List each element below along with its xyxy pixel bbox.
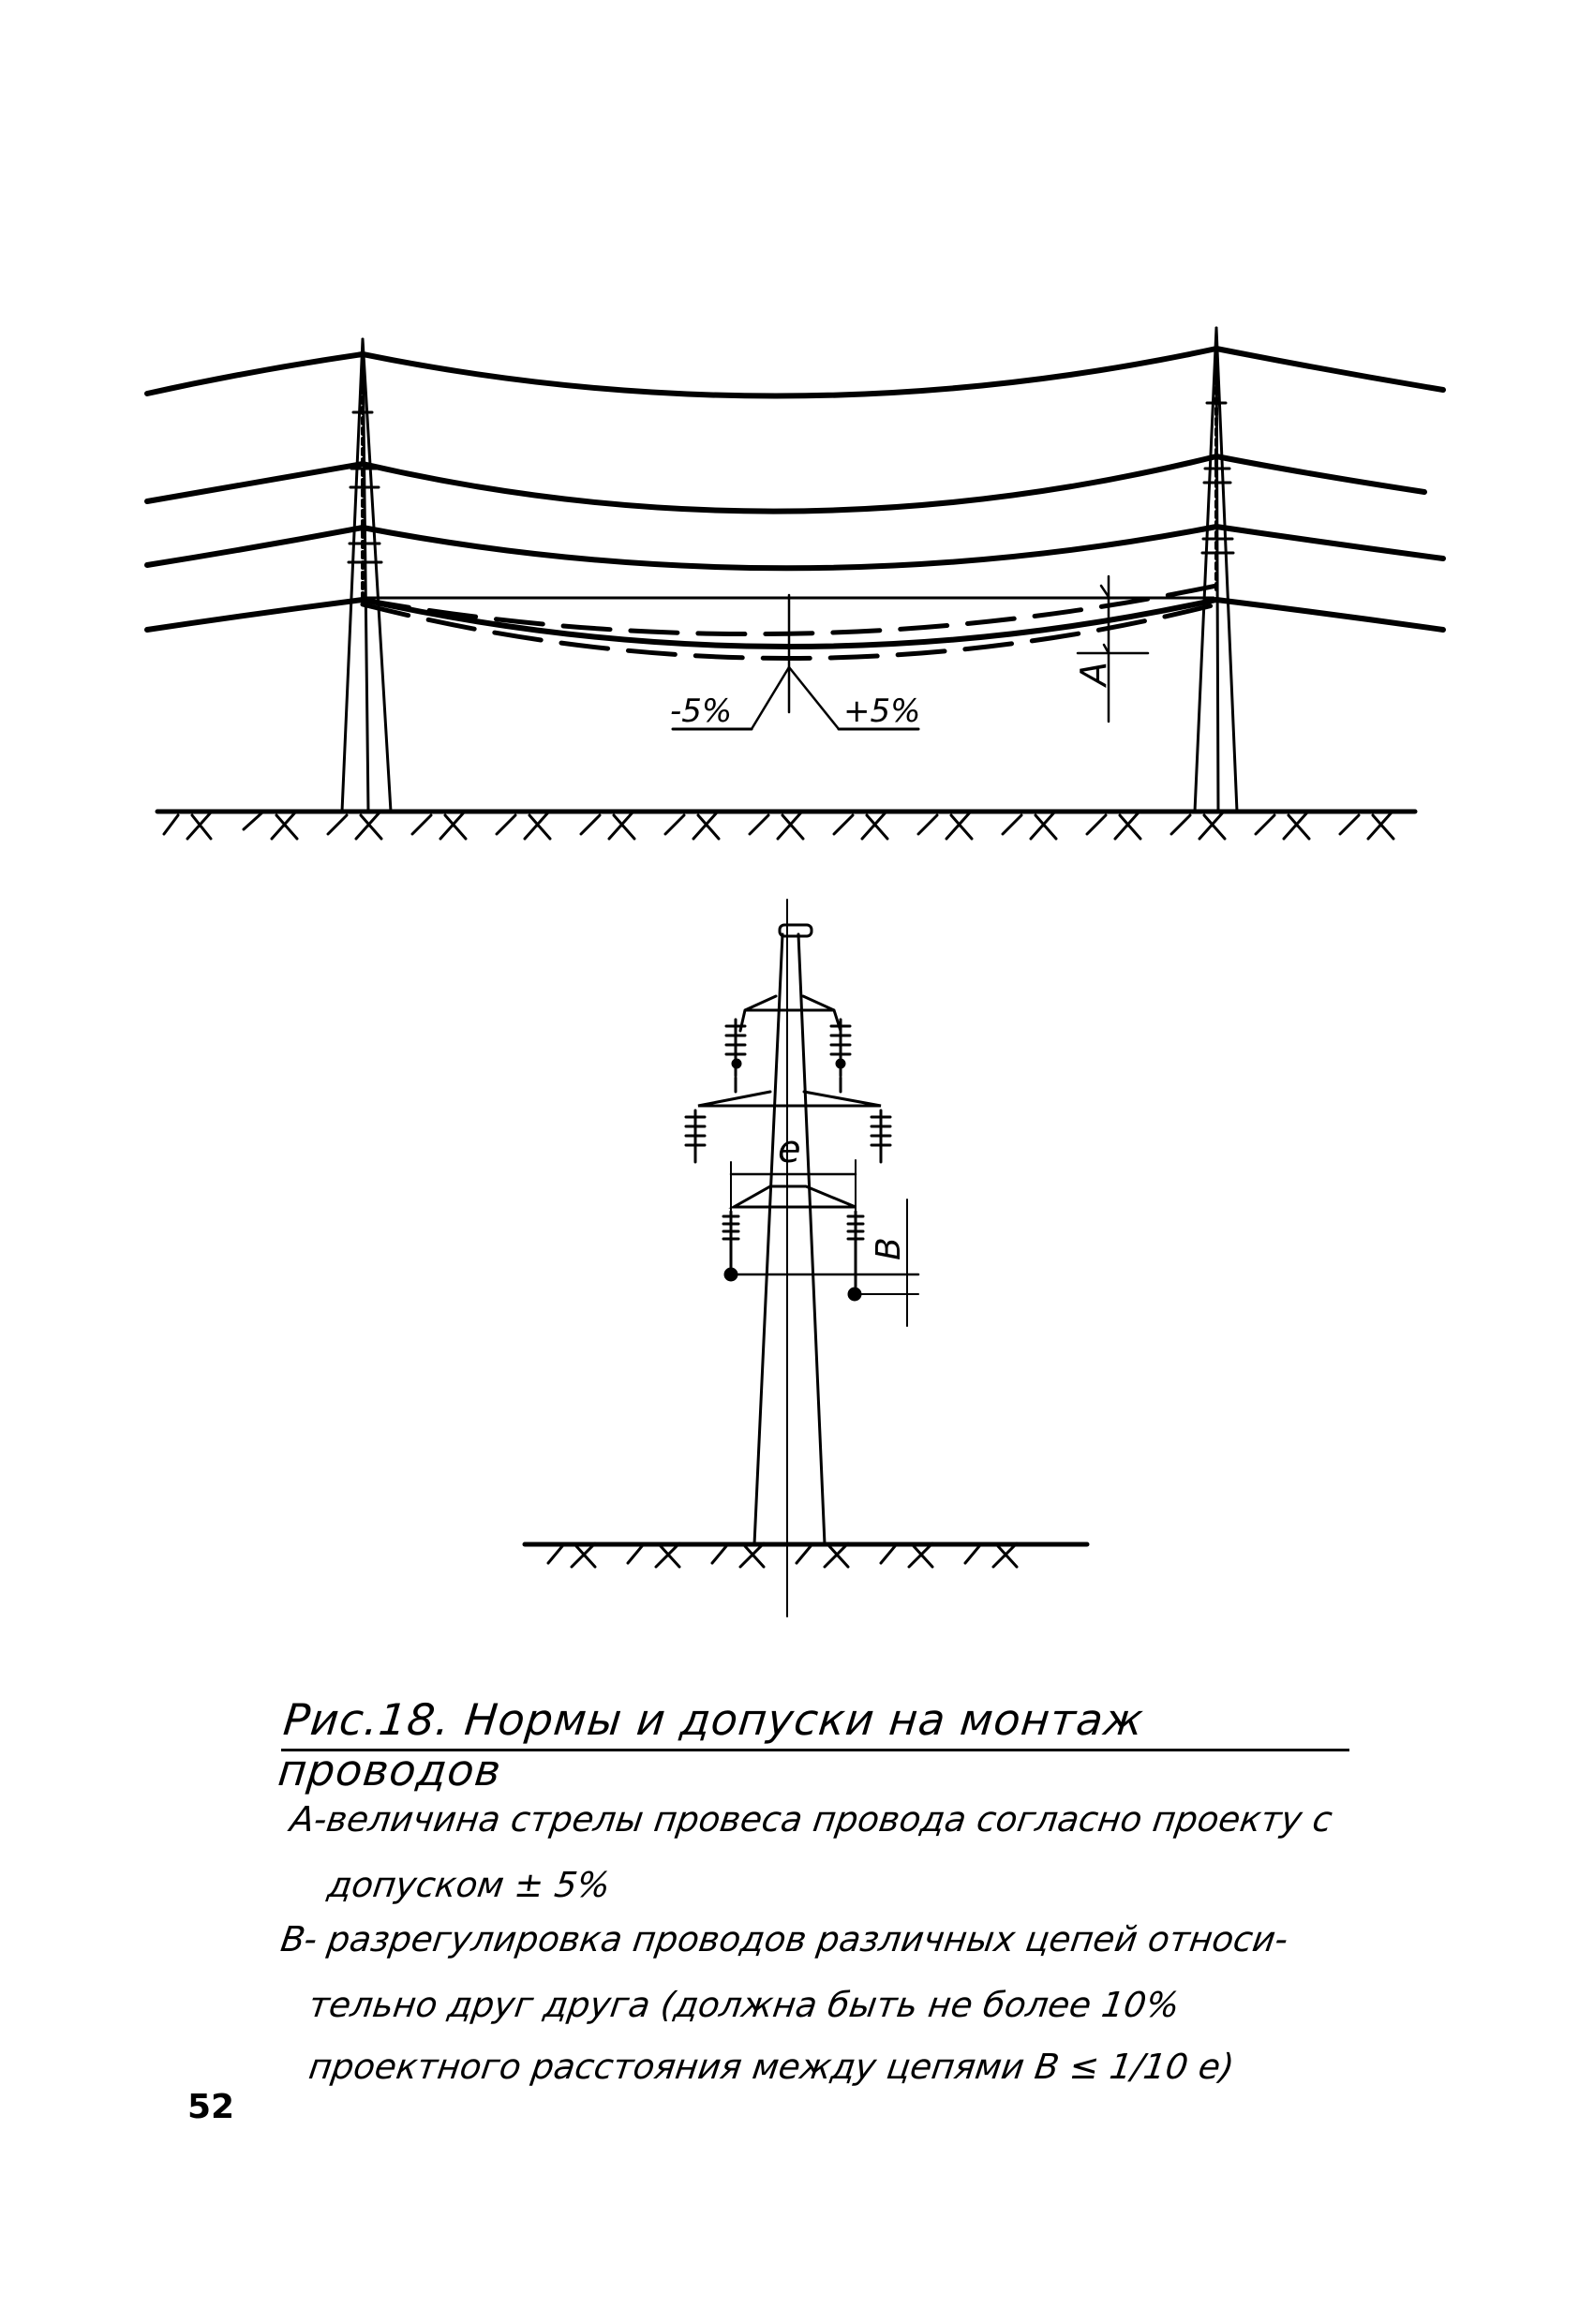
note-line-3: B- разрегулировка проводов различных цеп… bbox=[277, 1919, 1291, 1959]
ground-line-2 bbox=[522, 1542, 1090, 1569]
note-line-5: проектного расстояния между цепями B ≤ 1… bbox=[305, 2047, 1237, 2087]
figure-caption: Рис.18. Нормы и допуски на монтаж провод… bbox=[276, 1694, 1147, 1795]
sag-tolerance bbox=[360, 574, 1219, 731]
note-line-2: допуском ± 5% bbox=[324, 1865, 613, 1905]
tower-front-view: e B bbox=[522, 899, 1090, 1617]
offset-label-b: B bbox=[870, 1237, 908, 1260]
sag-dimension-label: A bbox=[1073, 662, 1114, 689]
span-diagram: -5% +5% A bbox=[144, 326, 1446, 841]
left-tower bbox=[340, 337, 393, 813]
note-line-1: A-величина стрелы провеса провода соглас… bbox=[287, 1799, 1335, 1840]
tower-body bbox=[684, 899, 920, 1617]
spacing-label-e: e bbox=[778, 1128, 801, 1171]
page-number: 52 bbox=[187, 2088, 235, 2126]
ground-line bbox=[155, 809, 1418, 841]
tolerance-minus-label: -5% bbox=[670, 693, 732, 730]
note-line-4: тельно друг друга (должна быть не более … bbox=[305, 1985, 1183, 2025]
tolerance-plus-label: +5% bbox=[843, 693, 920, 730]
caption-underline bbox=[281, 1749, 1349, 1751]
right-tower bbox=[1193, 326, 1239, 813]
conductors bbox=[144, 346, 1446, 633]
